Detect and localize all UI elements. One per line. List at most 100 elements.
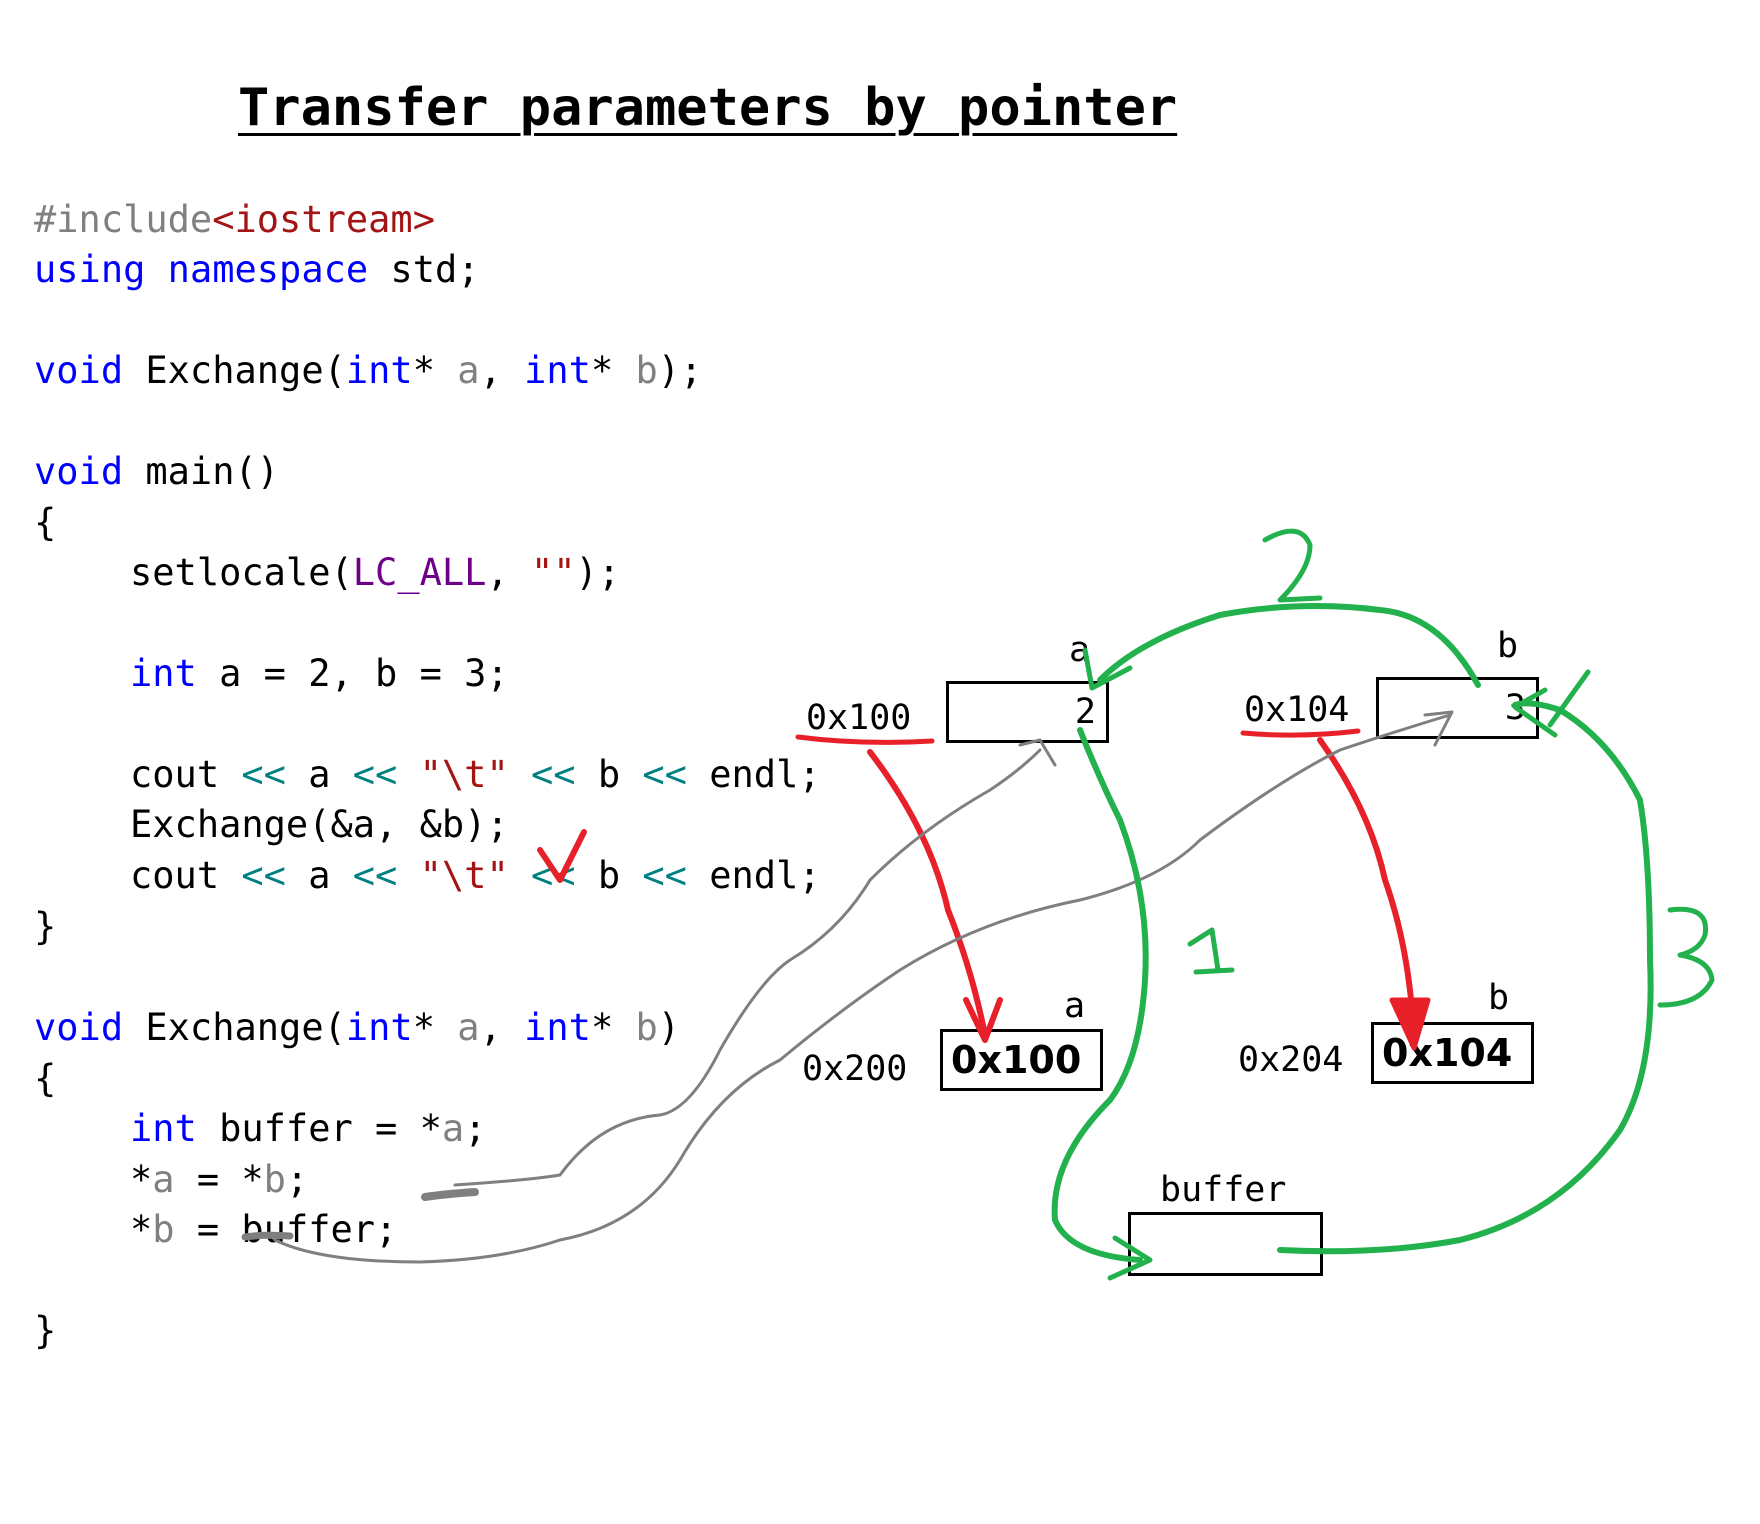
gray-arrowhead-b <box>1423 710 1454 747</box>
green-arrowhead-2 <box>1082 647 1133 691</box>
red-arrow-b <box>1317 737 1417 1043</box>
code-line-definition: void Exchange(int* a, int* b) <box>34 1006 680 1050</box>
red-arrow-a <box>867 749 988 1038</box>
code-token: int <box>524 1006 591 1049</box>
code-token: ; <box>464 1107 487 1150</box>
code-token: <iostream> <box>212 198 435 241</box>
code-line-include: #include<iostream> <box>34 198 435 242</box>
ptr-a-name: a <box>1064 986 1086 1026</box>
code-token: * <box>590 1006 636 1049</box>
green-arrow-2 <box>1097 603 1481 688</box>
code-token: void <box>34 450 124 493</box>
code-token: << <box>531 753 576 796</box>
buffer-box <box>1128 1212 1323 1276</box>
code-token: a <box>285 854 353 897</box>
code-token: endl; <box>686 753 821 796</box>
code-token: , <box>486 551 531 594</box>
code-token: a <box>441 1107 465 1150</box>
code-line-main: void main() <box>34 450 279 494</box>
code-token: = * <box>174 1158 264 1201</box>
code-line-brace: } <box>34 905 57 948</box>
code-token: void <box>34 349 124 392</box>
var-b-name: b <box>1497 626 1519 666</box>
red-arrowhead-a <box>963 997 1003 1043</box>
step-number-2-glyph <box>1262 528 1323 603</box>
code-line-prototype: void Exchange(int* a, int* b); <box>34 349 702 393</box>
ptr-b-address: 0x204 <box>1238 1040 1344 1080</box>
code-token: b <box>635 1006 658 1049</box>
var-a-address: 0x100 <box>806 698 912 738</box>
code-token: * <box>130 1158 153 1201</box>
gray-arrow-a <box>453 748 1042 1187</box>
code-token: , <box>479 349 525 392</box>
gray-arrowhead-a <box>1018 738 1057 767</box>
ptr-a-value: 0x100 <box>951 1038 1082 1082</box>
code-token: Exchange( <box>123 1006 346 1049</box>
step-number-3-glyph <box>1657 906 1715 1008</box>
red-check <box>537 829 587 883</box>
code-token: a = 2, b = 3; <box>196 652 509 695</box>
code-token: using <box>34 248 146 291</box>
code-line-brace: } <box>34 1309 57 1352</box>
code-token: buffer = * <box>196 1107 442 1150</box>
red-arrowhead-b <box>1389 997 1431 1051</box>
code-token: "\t" <box>419 854 509 897</box>
var-a-value: 2 <box>1074 692 1096 732</box>
code-token: a <box>152 1158 175 1201</box>
code-token: b <box>263 1158 286 1201</box>
code-line-assign-a: *a = *b; <box>130 1158 308 1202</box>
code-token: , <box>479 1006 525 1049</box>
var-b-address: 0x104 <box>1244 690 1350 730</box>
code-token: b <box>575 854 643 897</box>
code-token: int <box>524 349 591 392</box>
gray-underline-b <box>241 1231 294 1241</box>
code-token: "" <box>530 551 576 594</box>
code-token: b <box>635 349 658 392</box>
ptr-b-box: 0x104 <box>1371 1022 1534 1084</box>
code-line-cout-1: cout << a << "\t" << b << endl; <box>130 753 821 797</box>
code-token: main() <box>123 450 280 493</box>
code-token: b <box>152 1208 175 1251</box>
code-line-int-decl: int a = 2, b = 3; <box>130 652 509 696</box>
code-line-buffer: int buffer = *a; <box>130 1107 486 1151</box>
ptr-a-address: 0x200 <box>802 1049 908 1089</box>
code-line-assign-b: *b = buffer; <box>130 1208 397 1252</box>
code-token: namespace <box>167 248 369 291</box>
code-token: * <box>590 349 636 392</box>
code-token: b <box>575 753 643 796</box>
page-title: Transfer parameters by pointer <box>238 78 1178 138</box>
code-token: ; <box>285 1158 309 1201</box>
code-token: * <box>412 1006 458 1049</box>
code-token: void <box>34 1006 124 1049</box>
buffer-name: buffer <box>1160 1170 1287 1210</box>
green-arrow-1 <box>1051 727 1149 1263</box>
code-token: << <box>642 854 687 897</box>
code-token: << <box>241 854 286 897</box>
code-line-exchange-call: Exchange(&a, &b); <box>130 803 509 846</box>
green-mark-3 <box>1547 669 1591 728</box>
ptr-b-name: b <box>1488 978 1510 1018</box>
code-token: setlocale( <box>130 551 353 594</box>
code-token: ); <box>575 551 621 594</box>
code-token: = buffer; <box>174 1208 398 1251</box>
green-arrowhead-3 <box>1512 687 1558 738</box>
code-token: << <box>642 753 687 796</box>
code-token: ); <box>657 349 703 392</box>
code-token: int <box>345 1006 413 1049</box>
red-underline-a <box>795 734 935 745</box>
code-line-setlocale: setlocale(LC_ALL, ""); <box>130 551 620 595</box>
ptr-b-value: 0x104 <box>1382 1031 1513 1075</box>
code-token: LC_ALL <box>352 551 487 594</box>
code-token: #include <box>34 198 213 241</box>
code-token: a <box>457 1006 480 1049</box>
code-token: a <box>457 349 480 392</box>
code-token: int <box>130 652 197 695</box>
code-token: * <box>130 1208 153 1251</box>
step-number-1-glyph <box>1187 927 1235 975</box>
code-token: "\t" <box>419 753 509 796</box>
red-underline-b <box>1240 728 1361 738</box>
code-line-cout-2: cout << a << "\t" << b << endl; <box>130 854 821 898</box>
code-line-brace: { <box>34 1057 57 1100</box>
gray-arrow-b <box>273 713 1452 1264</box>
